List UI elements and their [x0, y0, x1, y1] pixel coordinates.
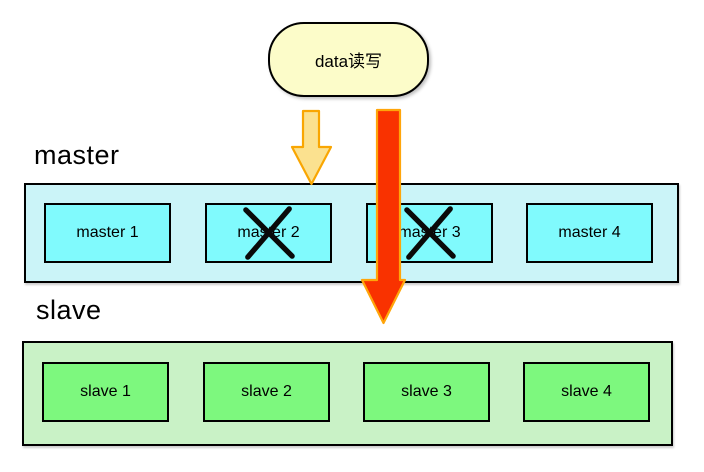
slave-node-label: slave 2	[241, 383, 292, 400]
master-section-label: master	[34, 140, 120, 170]
slave-node-label: slave 3	[401, 383, 452, 400]
master-node-label: master 1	[76, 224, 139, 241]
slave-container: slave 1 slave 2 slave 3 slave 4	[22, 341, 673, 446]
master-node-1: master 1	[44, 203, 171, 263]
data-readwrite-node: data读写	[268, 22, 429, 97]
master-node-2: master 2	[205, 203, 332, 263]
slave-node-2: slave 2	[203, 362, 330, 422]
x-cross-icon	[242, 206, 295, 260]
master-node-label: master 4	[558, 224, 621, 241]
master-node-3: master 3	[366, 203, 493, 263]
slave-node-1: slave 1	[42, 362, 169, 422]
slave-node-label: slave 4	[561, 383, 612, 400]
master-node-4: master 4	[526, 203, 653, 263]
slave-node-3: slave 3	[363, 362, 490, 422]
slave-node-label: slave 1	[80, 383, 131, 400]
down-arrow-to-master-icon	[290, 109, 333, 186]
x-cross-icon	[403, 206, 456, 260]
data-readwrite-label: data读写	[314, 52, 383, 71]
master-container: master 1 master 2 master 3 master 4	[24, 183, 679, 283]
slave-section-label: slave	[36, 295, 102, 325]
slave-node-4: slave 4	[523, 362, 650, 422]
